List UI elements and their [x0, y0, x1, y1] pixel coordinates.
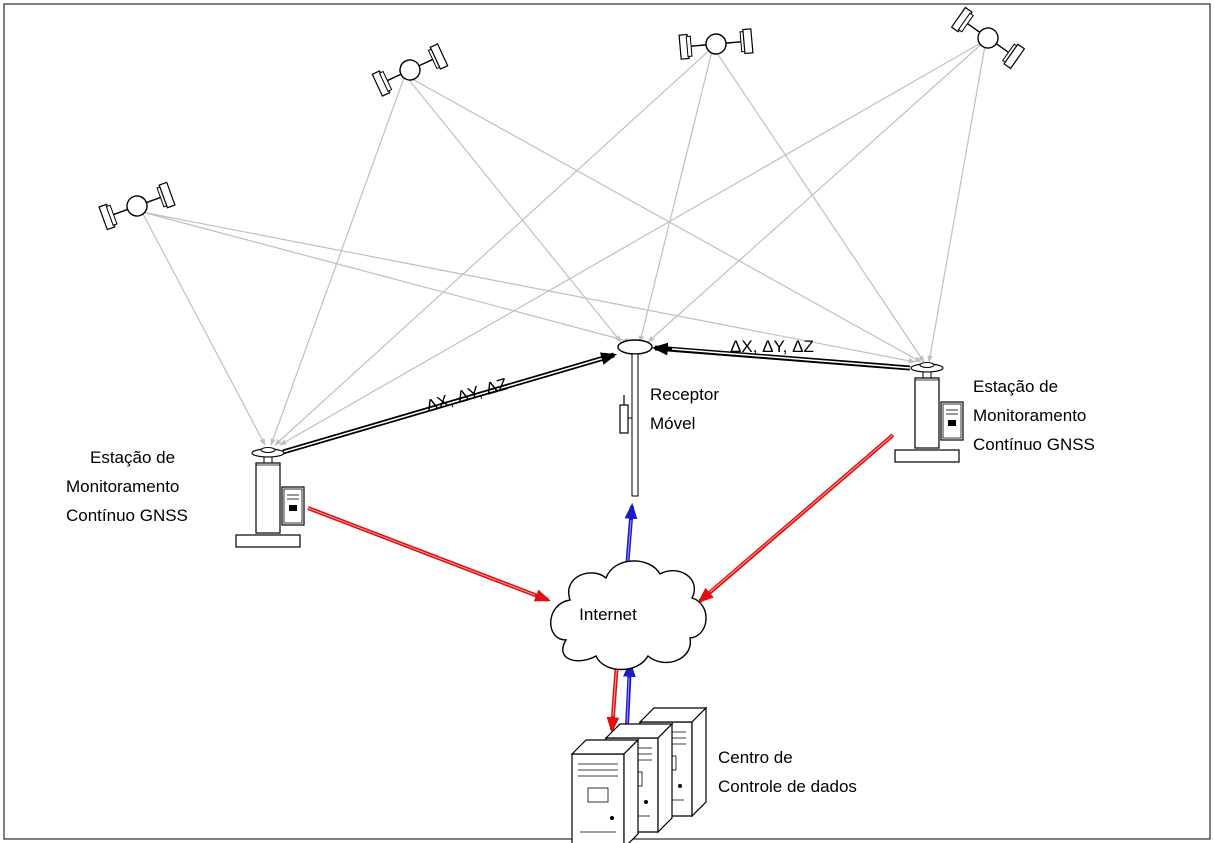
- signal-line: [712, 46, 925, 363]
- signal-line: [927, 39, 987, 363]
- control-center-label: Centro de Controle de dados: [718, 748, 857, 796]
- signal-line: [279, 39, 987, 446]
- rover-label: Receptor Móvel: [650, 385, 724, 433]
- signal-line: [141, 211, 632, 344]
- signal-line: [647, 39, 987, 343]
- signal-line: [141, 211, 916, 364]
- rover-receiver-icon: [617, 339, 653, 497]
- delta-label-right: ΔX, ΔY, ΔZ: [730, 337, 814, 356]
- internet-cloud-icon: [550, 560, 707, 671]
- signal-line: [270, 74, 406, 446]
- correction-arrows: [282, 342, 911, 455]
- upload-arrows: [307, 433, 895, 734]
- station-right-label: Estação de Monitoramento Contínuo GNSS: [973, 377, 1095, 454]
- signal-line: [274, 46, 714, 446]
- signal-line: [638, 46, 714, 343]
- internet-label: Internet: [579, 605, 637, 624]
- station-left-label: Estação de Monitoramento Contínuo GNSS: [66, 448, 188, 525]
- signal-line: [141, 211, 266, 446]
- satellite-signals: [141, 39, 987, 446]
- download-arrows: [622, 502, 638, 727]
- signal-line: [404, 74, 922, 363]
- signal-line: [404, 74, 622, 343]
